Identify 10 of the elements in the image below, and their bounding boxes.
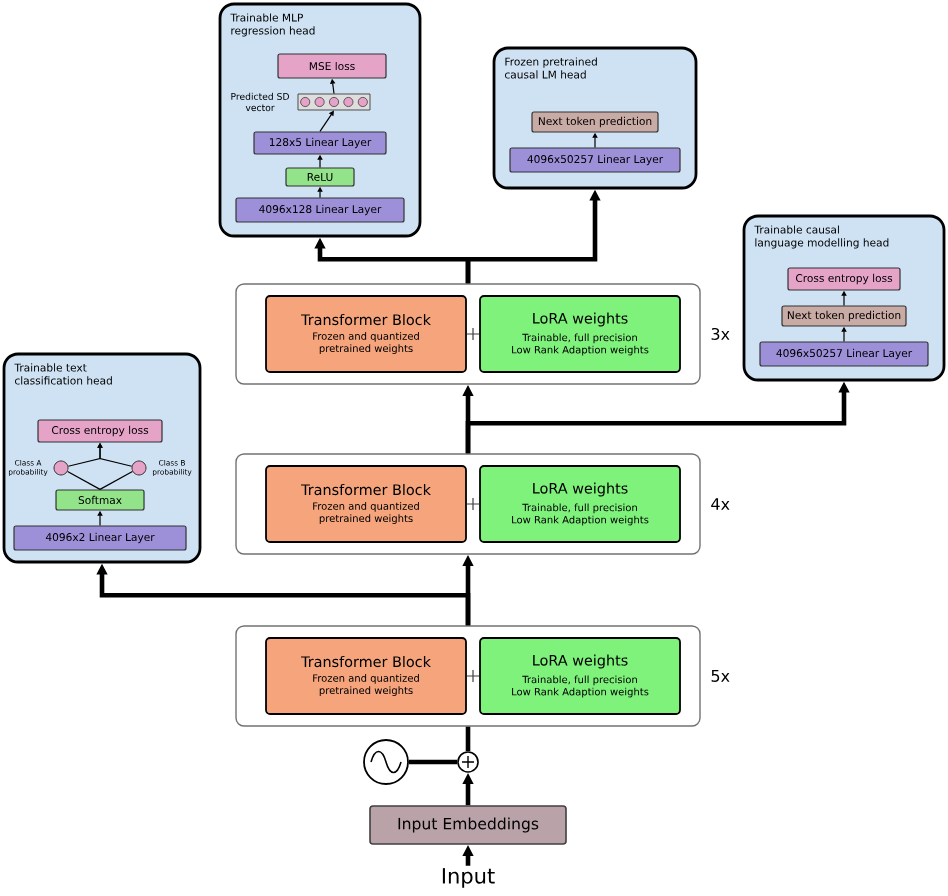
repeat-count-label: 3x [711, 327, 730, 341]
connector-line [408, 759, 458, 765]
repeat-count-label: 4x [711, 498, 730, 510]
repeat-count-label: 5x [711, 670, 730, 682]
connector-line [99, 471, 134, 490]
connector-line [465, 726, 471, 752]
sine-wave-circle [363, 739, 409, 785]
sum-circle [457, 751, 479, 773]
input-label: Input [442, 868, 495, 888]
connector-line [67, 471, 101, 490]
